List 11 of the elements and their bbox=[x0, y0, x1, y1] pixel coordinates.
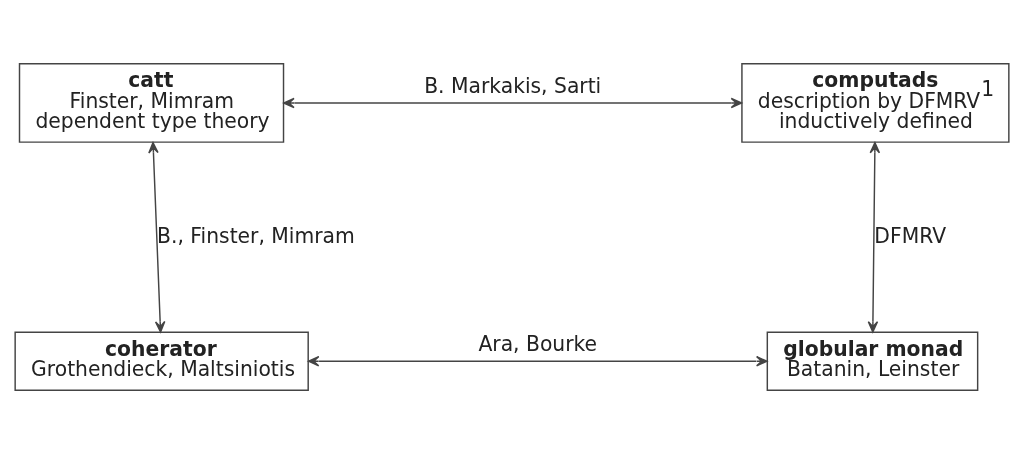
node-box: coherator Grothendieck, Maltsiniotis bbox=[14, 330, 309, 391]
edge-label: DFMRV bbox=[874, 223, 947, 248]
edge-label: B. Markakis, Sarti bbox=[424, 73, 602, 98]
arrow bbox=[867, 141, 881, 333]
arrow bbox=[283, 97, 743, 108]
arrow bbox=[148, 141, 166, 333]
edge-label: B., Finster, Mimram bbox=[157, 223, 355, 248]
node-box: globular monad Batanin, Leinster bbox=[766, 330, 979, 391]
node-box: catt Finster, Mimram dependent type theory bbox=[18, 62, 285, 143]
arrow bbox=[307, 355, 768, 366]
edge-label: Ara, Bourke bbox=[478, 331, 598, 356]
